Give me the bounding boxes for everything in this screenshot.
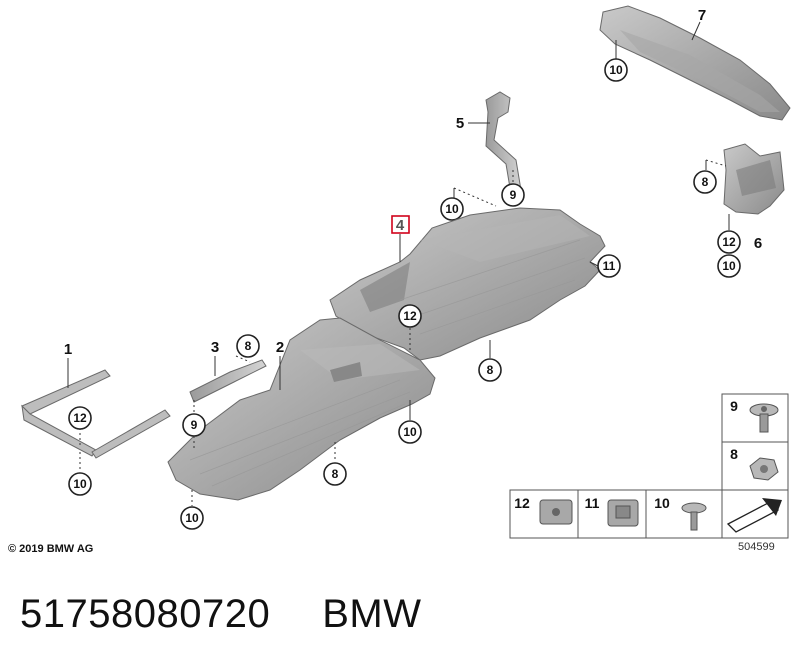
callout-3: 3 xyxy=(211,339,219,356)
callout-6: 6 xyxy=(754,235,762,252)
callout-2-10a: 10 xyxy=(403,425,417,439)
footer: 51758080720 BMW xyxy=(20,592,473,637)
part-1-frame xyxy=(21,369,171,459)
callout-1: 1 xyxy=(64,341,72,358)
callout-4-8: 8 xyxy=(487,363,494,377)
copyright-text: © 2019 BMW AG xyxy=(8,543,94,555)
part-7-shield xyxy=(599,5,791,121)
callout-3-8: 8 xyxy=(245,339,252,353)
diagram-code: 504599 xyxy=(738,541,775,553)
callout-3-9: 9 xyxy=(191,418,198,432)
callout-5-10: 10 xyxy=(445,202,459,216)
part-4-panel xyxy=(329,207,606,361)
brand-text: BMW xyxy=(322,592,422,636)
part-2-panel xyxy=(167,317,436,501)
highlight-box xyxy=(391,215,410,234)
callout-2: 2 xyxy=(276,339,284,356)
callout-1-12: 12 xyxy=(73,411,87,425)
legend-label-8: 8 xyxy=(730,446,738,462)
callout-2-10b: 10 xyxy=(185,511,199,525)
callout-6-8: 8 xyxy=(702,175,709,189)
callout-4-12: 12 xyxy=(403,309,417,323)
legend-label-10: 10 xyxy=(654,495,670,511)
legend-label-12: 12 xyxy=(514,495,530,511)
part-6-bracket xyxy=(723,143,785,215)
legend-label-11: 11 xyxy=(585,495,600,511)
callout-5: 5 xyxy=(456,115,464,132)
callout-6-10: 10 xyxy=(722,259,736,273)
callout-4: 4 xyxy=(396,217,405,234)
callout-4-11: 11 xyxy=(603,259,616,273)
callout-7-10: 10 xyxy=(609,63,623,77)
callout-6-12: 12 xyxy=(722,235,736,249)
callout-5-9: 9 xyxy=(510,188,517,202)
callout-2-8: 8 xyxy=(332,467,339,481)
fastener-legend: 9 8 12 11 10 xyxy=(509,393,789,539)
part-number-text: 51758080720 xyxy=(20,592,271,636)
callout-1-10: 10 xyxy=(73,477,87,491)
callout-7: 7 xyxy=(698,7,706,24)
parts-diagram: 7 10 5 9 10 4 12 11 8 8 12 xyxy=(21,5,791,539)
legend-label-9: 9 xyxy=(730,398,738,414)
part-5-bracket xyxy=(485,91,523,201)
